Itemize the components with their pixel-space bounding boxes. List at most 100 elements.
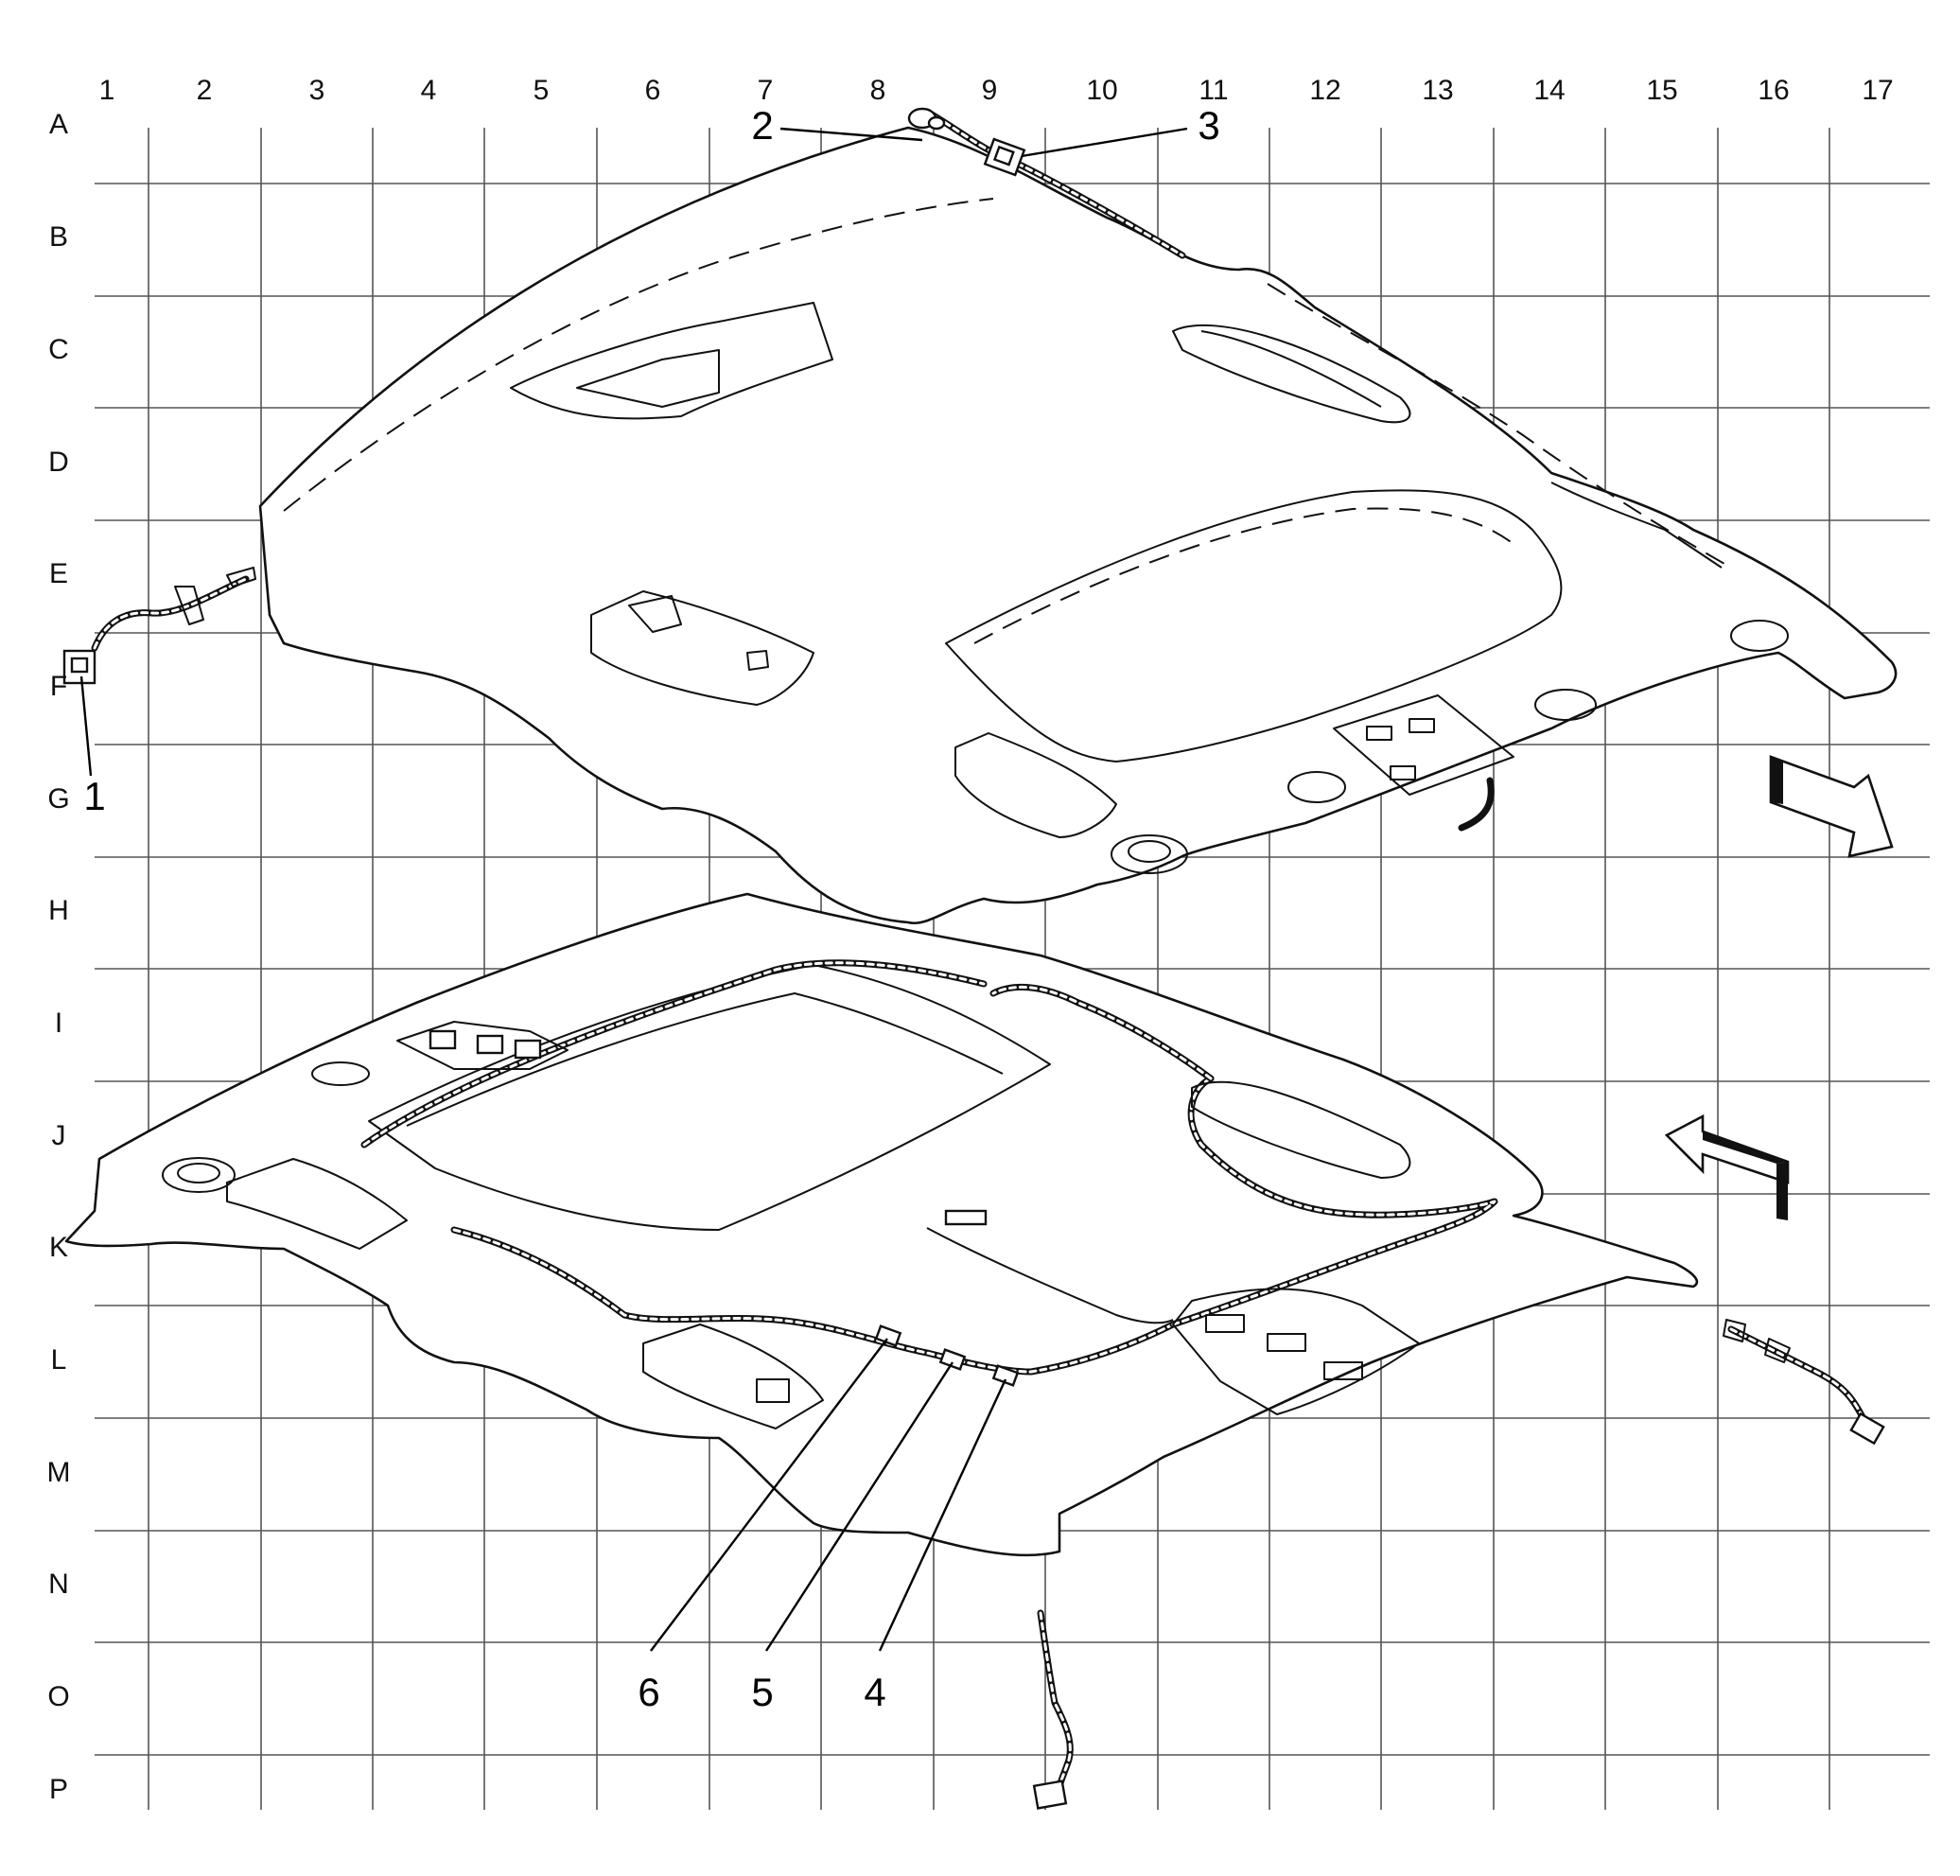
console-button-2 xyxy=(1409,718,1435,733)
grid-column-label: 10 xyxy=(1086,75,1117,106)
roof-panel-edge-right xyxy=(1267,283,1732,569)
callout-4: 4 xyxy=(864,1670,885,1714)
speaker-bezel-left-upper-inner xyxy=(1128,840,1171,863)
sunroof-opening-lower xyxy=(368,964,1051,1231)
rear-module-lower xyxy=(396,1021,569,1070)
dome-lamp-center xyxy=(944,1209,988,1226)
grid-column-label: 15 xyxy=(1646,75,1677,106)
overhead-console-upper xyxy=(1333,694,1514,796)
console-lamp-1 xyxy=(1205,1314,1245,1333)
grid-row-label: N xyxy=(48,1569,69,1600)
grid-row-label: H xyxy=(48,895,69,926)
harness-top-feed-strands xyxy=(925,110,1184,257)
grid-row-label: O xyxy=(47,1681,69,1712)
grid-row-label: K xyxy=(49,1232,68,1263)
connector-bottom-drop xyxy=(1032,1780,1068,1810)
grid-row-label: G xyxy=(47,783,69,815)
harness-right-loop-strands xyxy=(1171,1077,1496,1326)
harness-rear-drop-strands xyxy=(1729,1327,1865,1421)
visor-recess-lower-left xyxy=(226,1158,408,1250)
callout-5: 5 xyxy=(751,1670,773,1714)
overhead-console-lower xyxy=(1172,1288,1420,1415)
visor-recess-left xyxy=(590,590,814,706)
grid-row-label: J xyxy=(52,1120,66,1151)
callout-3: 3 xyxy=(1198,103,1219,148)
visor-recess-center xyxy=(954,732,1117,838)
direction-arrow-icon xyxy=(1664,1113,1790,1220)
sunshade-pocket-left-inner xyxy=(576,349,720,408)
grid-column-label: 8 xyxy=(870,75,886,106)
grid-column-label: 11 xyxy=(1199,75,1228,106)
connector-2-upper xyxy=(907,107,946,131)
visor-clip-mid xyxy=(756,1378,790,1403)
harness-rear-drop xyxy=(1727,1325,1867,1423)
callout-2: 2 xyxy=(751,103,773,148)
harness-segment-1 xyxy=(62,567,256,685)
headliner-upper-view xyxy=(258,107,1898,925)
harness-console-drop xyxy=(1458,777,1495,832)
speaker-bezel-lower-left-inner xyxy=(177,1163,220,1183)
speaker-bezel-lower-front xyxy=(311,1061,370,1086)
sunroof-inner-edge-upper xyxy=(973,507,1514,644)
grid-column-label: 4 xyxy=(421,75,437,106)
harness-main-route-strands xyxy=(452,1228,1175,1374)
visor-recess-lower-mid xyxy=(642,1324,824,1429)
grid-column-label: 3 xyxy=(309,75,325,106)
callout-1: 1 xyxy=(83,774,105,818)
dome-lamp-wire xyxy=(926,1227,1174,1324)
grid-row-label: M xyxy=(47,1457,71,1488)
grid-row-label: C xyxy=(48,334,69,365)
harness-right-upper-strands xyxy=(991,985,1213,1080)
visor-recess-left-box xyxy=(628,595,769,671)
speaker-bezel-center-upper xyxy=(1287,771,1346,803)
roof-panel-edge xyxy=(283,198,994,512)
grid-row-label: F xyxy=(50,671,67,702)
grid-column-label: 13 xyxy=(1422,75,1453,106)
grid-row-label: L xyxy=(51,1344,67,1376)
grid-column-label: 6 xyxy=(645,75,661,106)
connector-1 xyxy=(62,649,96,685)
speaker-bezel-right-upper xyxy=(1534,689,1597,721)
console-button-1 xyxy=(1366,726,1392,741)
grid-column-label: 12 xyxy=(1309,75,1340,106)
harness-bottom-drop-strands xyxy=(1039,1611,1072,1790)
harness-rear-right xyxy=(1550,482,1723,569)
grid-column-label: 5 xyxy=(534,75,550,106)
grid-row-label: E xyxy=(49,558,68,589)
grid-column-label: 1 xyxy=(99,75,115,106)
console-button-3 xyxy=(1390,765,1416,780)
sunroof-inner-lower xyxy=(406,992,1004,1127)
speaker-bezel-lower-left xyxy=(162,1157,236,1193)
console-lamp-3 xyxy=(1323,1361,1363,1380)
callout-leaders xyxy=(79,127,1188,1652)
grid-column-label: 17 xyxy=(1862,75,1893,106)
grid-row-label: D xyxy=(48,447,69,478)
grid-row-label: A xyxy=(49,109,68,140)
speaker-bezel-far-right-upper xyxy=(1730,620,1789,652)
sunroof-opening-upper xyxy=(945,489,1563,763)
connector-3-upper xyxy=(983,137,1026,177)
handle-recess-lower-right xyxy=(1191,1080,1411,1179)
grid-row-label: I xyxy=(55,1008,62,1039)
headliner-lower-outline xyxy=(64,892,1699,1557)
grid-column-label: 7 xyxy=(758,75,774,106)
headliner-upper-outline xyxy=(258,126,1898,925)
connector-rear-drop xyxy=(1849,1411,1885,1446)
harness-sunroof-front-strands xyxy=(362,961,986,1147)
callout-6: 6 xyxy=(638,1670,659,1714)
grid-column-label: 14 xyxy=(1533,75,1565,106)
console-lamp-2 xyxy=(1267,1333,1306,1352)
grid-column-label: 2 xyxy=(197,75,213,106)
grid-column-label: 16 xyxy=(1758,75,1789,106)
headliner-lower-view xyxy=(64,892,1885,1810)
handle-recess-right-inner xyxy=(1200,330,1382,408)
grid-column-label: 9 xyxy=(982,75,998,106)
direction-arrow-icon xyxy=(1769,755,1894,858)
sunshade-pocket-left xyxy=(510,302,833,420)
grid-row-label: P xyxy=(49,1774,68,1805)
handle-recess-right xyxy=(1172,324,1411,424)
speaker-bezel-left-upper xyxy=(1111,834,1188,874)
